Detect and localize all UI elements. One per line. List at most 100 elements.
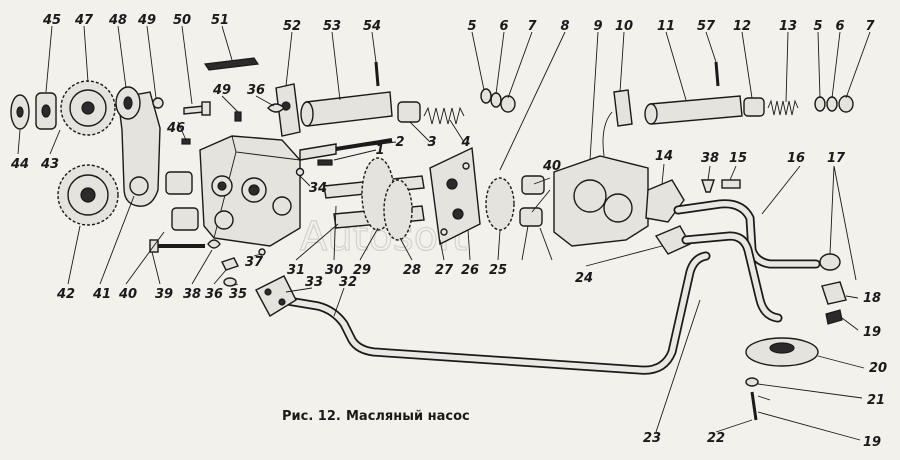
part-bushing-40a: [165, 171, 193, 195]
callout-23: 23: [643, 431, 661, 446]
part-spring-13: [767, 99, 799, 116]
part-flange-14: [645, 179, 685, 223]
callout-45: 45: [42, 13, 61, 28]
callout-54: 54: [363, 19, 381, 34]
callout-49b: 49: [212, 83, 231, 98]
callout-13: 13: [779, 19, 797, 34]
callout-49: 49: [137, 13, 156, 28]
callout-18: 18: [863, 291, 881, 306]
part-cup-3: [397, 101, 421, 123]
oil-lines: [255, 199, 847, 421]
callout-29: 29: [353, 263, 371, 278]
part-pin-49: [152, 97, 164, 109]
callout-37: 37: [245, 255, 264, 270]
callout-11: 11: [657, 19, 675, 34]
callout-17: 17: [827, 151, 846, 166]
pump-cover-assembly: [553, 61, 854, 255]
figure-caption: Рис. 12. Масляный насос: [282, 409, 470, 424]
part-plug-7a: [500, 95, 516, 113]
callout-20: 20: [869, 361, 887, 376]
part-bushing-40c: [521, 175, 545, 195]
callout-7b: 7: [865, 19, 875, 34]
callout-3: 3: [427, 135, 436, 150]
callout-41: 41: [92, 287, 111, 302]
callout-15: 15: [729, 151, 747, 166]
part-gear-29b: [383, 179, 413, 241]
callout-7: 7: [527, 19, 537, 34]
part-key-1: [317, 159, 333, 166]
callout-10: 10: [615, 19, 633, 34]
callout-34: 34: [309, 181, 327, 196]
callout-51: 51: [211, 13, 229, 28]
callout-38b: 38: [183, 287, 201, 302]
part-plug-7b: [838, 95, 854, 113]
part-pin-49b: [234, 111, 242, 122]
callout-33: 33: [305, 275, 323, 290]
callout-8: 8: [560, 19, 569, 34]
callout-4: 4: [460, 135, 470, 150]
caption-figure-number: Рис. 12.: [282, 409, 341, 424]
callout-6: 6: [499, 19, 508, 34]
callout-44: 44: [10, 157, 29, 172]
callout-50: 50: [173, 13, 191, 28]
callout-22: 22: [707, 431, 725, 446]
part-tee-17: [819, 253, 841, 271]
part-sleeve-53: [305, 91, 393, 127]
part-valve-body-11: [649, 95, 743, 125]
callout-12: 12: [733, 19, 751, 34]
part-washer-38b: [701, 179, 715, 193]
callout-32: 32: [339, 275, 357, 290]
part-pin-57: [714, 61, 720, 87]
part-ball-34: [295, 167, 305, 177]
callout-39: 39: [155, 287, 173, 302]
part-washer-5a: [480, 88, 492, 104]
part-pin-54: [374, 61, 380, 87]
drive-gear-assembly: [10, 57, 260, 226]
callout-6b: 6: [835, 19, 844, 34]
part-pin-22: [750, 391, 758, 421]
part-ring-6a: [490, 92, 502, 108]
part-bolt-50: [183, 105, 205, 115]
callout-52: 52: [283, 19, 301, 34]
part-plunger-12: [743, 97, 765, 117]
callout-19: 19: [863, 325, 881, 340]
callout-5b: 5: [813, 19, 822, 34]
part-clip-36: [267, 103, 285, 113]
callout-21: 21: [867, 393, 885, 408]
callout-28: 28: [403, 263, 421, 278]
caption-title: Масляный насос: [346, 409, 470, 424]
part-ring-35: [223, 277, 237, 287]
part-plate-28: [429, 146, 481, 246]
callout-30: 30: [325, 263, 343, 278]
callout-19b: 19: [863, 435, 881, 450]
part-bolt-15: [721, 179, 741, 189]
callout-36b: 36: [205, 287, 223, 302]
callout-14: 14: [655, 149, 673, 164]
part-washer-5b: [814, 96, 826, 112]
shaft-gear-set: [299, 61, 545, 246]
callout-5: 5: [467, 19, 476, 34]
part-washer-21: [745, 377, 759, 387]
leader-lines: [17, 25, 871, 441]
callout-24: 24: [575, 271, 593, 286]
callout-43: 43: [40, 157, 59, 172]
callout-26: 26: [461, 263, 479, 278]
callout-48: 48: [108, 13, 127, 28]
callout-1: 1: [375, 143, 384, 158]
callout-40b: 40: [118, 287, 137, 302]
callout-35: 35: [229, 287, 247, 302]
callout-53: 53: [323, 19, 341, 34]
part-clip-19a: [825, 309, 843, 325]
callout-46: 46: [166, 121, 185, 136]
callout-25: 25: [489, 263, 507, 278]
part-flange-33: [255, 275, 297, 317]
part-union-18: [821, 281, 847, 305]
callout-labels: 45 47 48 49 50 51 52 53 54 5 6 7 8 9 10 …: [10, 13, 887, 450]
pump-body: [149, 83, 305, 287]
callout-2: 2: [395, 135, 404, 150]
part-bracket-41: [117, 91, 161, 207]
callout-27: 27: [435, 263, 454, 278]
part-pin-37: [258, 248, 266, 256]
part-ring-6b: [826, 96, 838, 112]
part-washer-38: [207, 239, 221, 249]
